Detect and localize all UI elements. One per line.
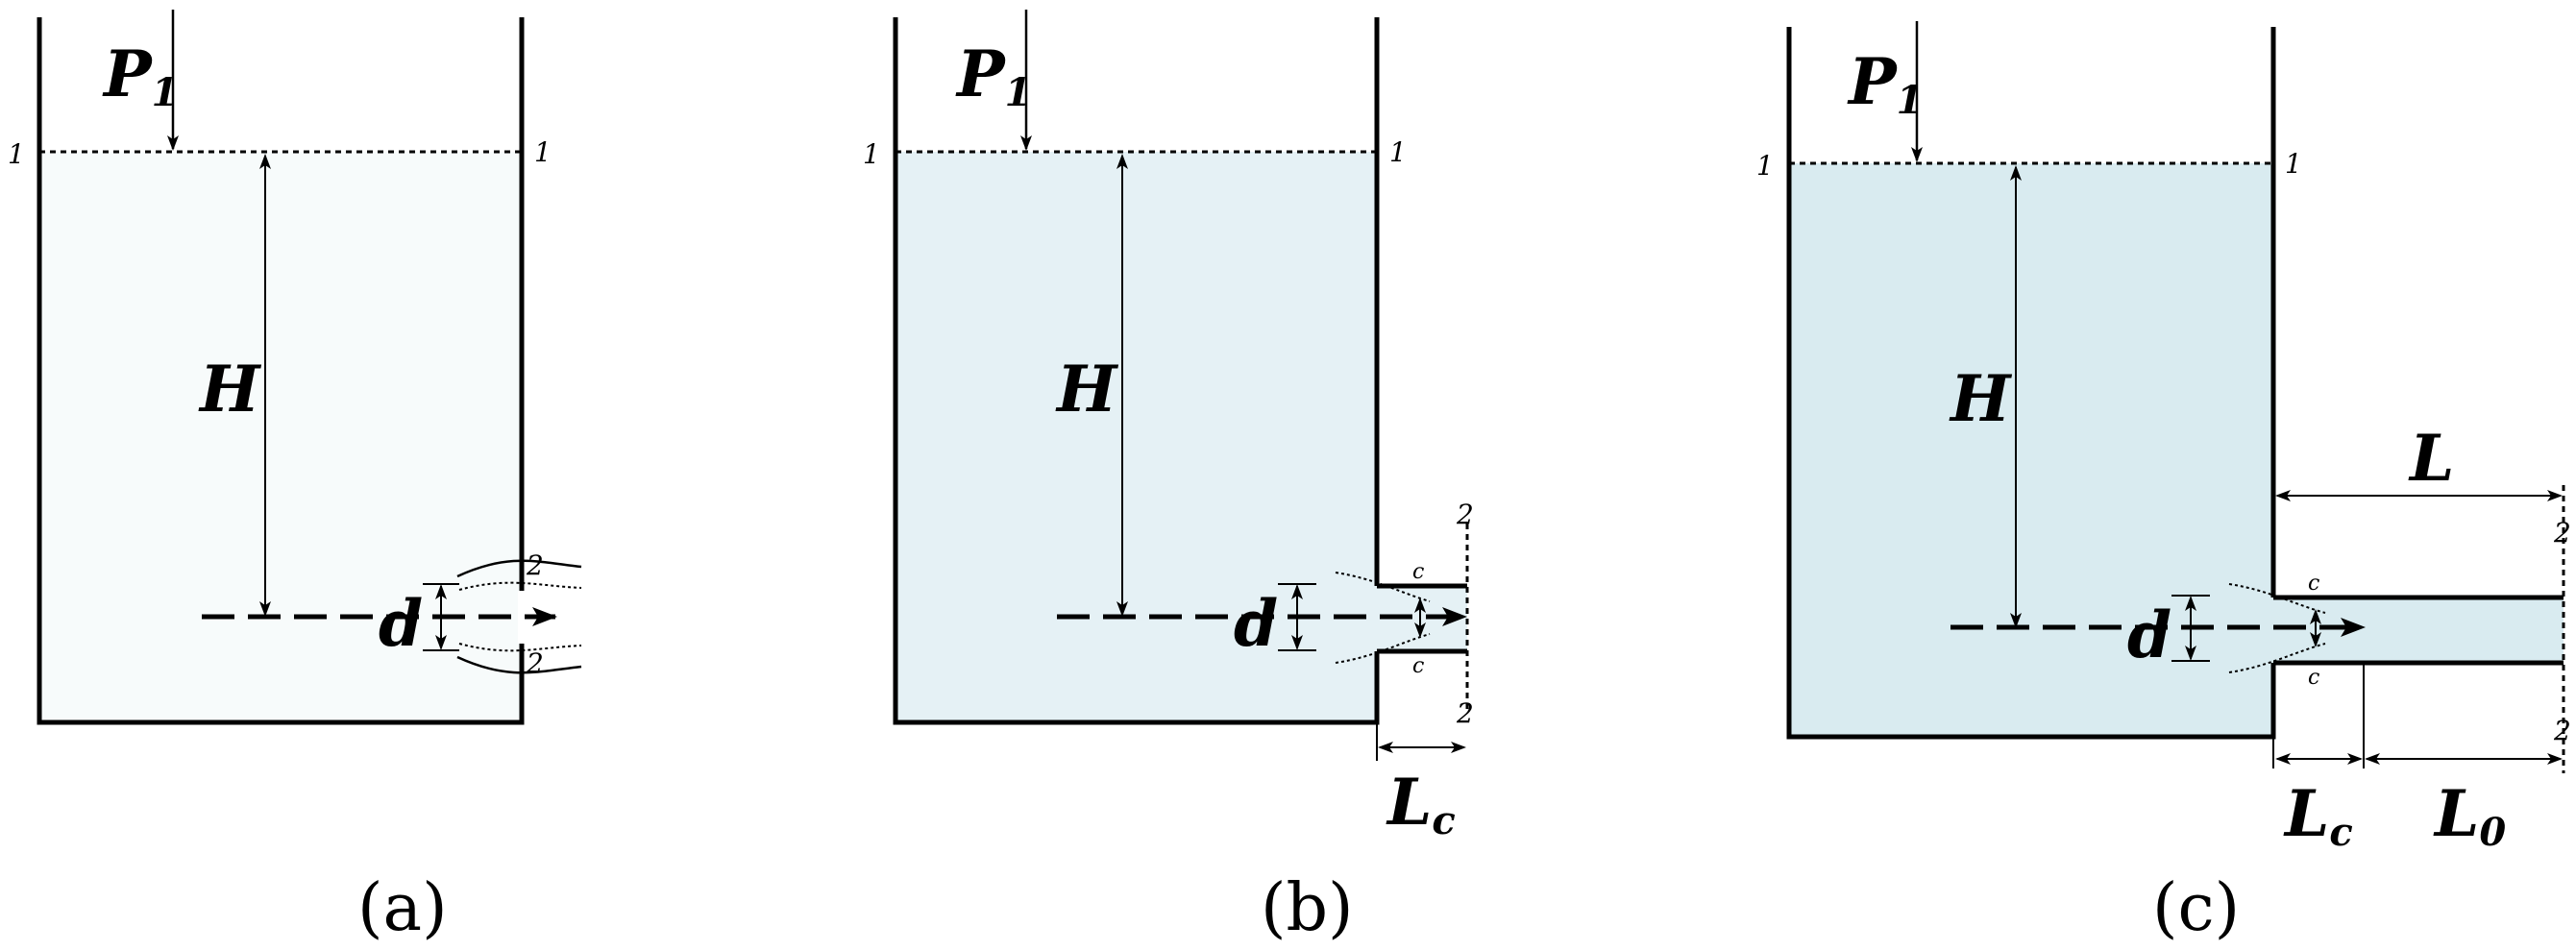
contraction-bottom-label-b: c bbox=[1412, 654, 1424, 678]
section-1-right-a: 1 bbox=[534, 136, 552, 168]
section-2-top-a: 2 bbox=[526, 549, 544, 581]
section-1-right-c: 1 bbox=[2285, 148, 2302, 180]
pressure-label-b: P1 bbox=[955, 37, 1031, 115]
jet-upper-inner-a bbox=[458, 581, 582, 591]
diameter-label-b: d bbox=[1234, 586, 1278, 661]
contraction-length-label-c: Lc bbox=[2283, 776, 2353, 855]
caption-c: (c) bbox=[2152, 870, 2240, 946]
contraction-lower-c bbox=[2228, 643, 2326, 673]
pressure-label-c: P1 bbox=[1847, 44, 1923, 123]
contraction-lower-b bbox=[1335, 633, 1431, 664]
tank-b-walls bbox=[893, 17, 1380, 725]
tank-c-walls bbox=[1786, 27, 2276, 740]
head-label-a: H bbox=[198, 352, 262, 427]
section-1-left-b: 1 bbox=[863, 138, 880, 170]
jet-upper-outer-a bbox=[456, 559, 582, 578]
section-1-right-b: 1 bbox=[1389, 136, 1407, 168]
nozzle-length-label-b: Lc bbox=[1386, 765, 1456, 843]
contraction-top-label-b: c bbox=[1412, 560, 1424, 584]
jet-lower-inner-a bbox=[458, 643, 582, 652]
remaining-length-label-c: L0 bbox=[2433, 776, 2506, 855]
section-2-bottom-c: 2 bbox=[2553, 715, 2571, 746]
contraction-top-label-c: c bbox=[2308, 572, 2319, 596]
jet-lower-outer-a bbox=[456, 655, 582, 674]
diameter-label-a: d bbox=[379, 586, 423, 661]
pressure-label-a: P1 bbox=[102, 37, 178, 115]
panel-a: P1 1 1 H d 2 2 bbox=[8, 10, 582, 725]
section-2-bottom-b: 2 bbox=[1456, 697, 1474, 729]
tank-a-fluid bbox=[39, 152, 522, 722]
panel-c: P1 1 1 H d c c 2 2 L Lc L0 bbox=[1756, 21, 2571, 855]
contraction-upper-b bbox=[1335, 572, 1431, 602]
tank-b-fluid bbox=[895, 152, 1377, 722]
contraction-upper-c bbox=[2228, 583, 2326, 614]
section-2-top-c: 2 bbox=[2553, 517, 2571, 549]
contraction-bottom-label-c: c bbox=[2308, 666, 2319, 690]
section-1-left-a: 1 bbox=[8, 138, 25, 170]
caption-a: (a) bbox=[357, 870, 448, 946]
section-1-left-c: 1 bbox=[1756, 150, 1774, 182]
diameter-label-c: d bbox=[2127, 597, 2171, 672]
section-2-bottom-a: 2 bbox=[526, 647, 544, 679]
caption-b: (b) bbox=[1261, 870, 1354, 946]
panel-b: P1 1 1 H d c c 2 2 Lc bbox=[863, 10, 1474, 843]
pipe-length-label-c: L bbox=[2408, 421, 2454, 496]
head-label-c: H bbox=[1949, 361, 2013, 436]
pipe-c-fluid bbox=[2273, 597, 2564, 663]
head-label-b: H bbox=[1055, 352, 1119, 427]
tank-c-fluid bbox=[1789, 163, 2273, 737]
tank-a-walls bbox=[37, 17, 525, 725]
section-2-top-b: 2 bbox=[1456, 499, 1474, 530]
